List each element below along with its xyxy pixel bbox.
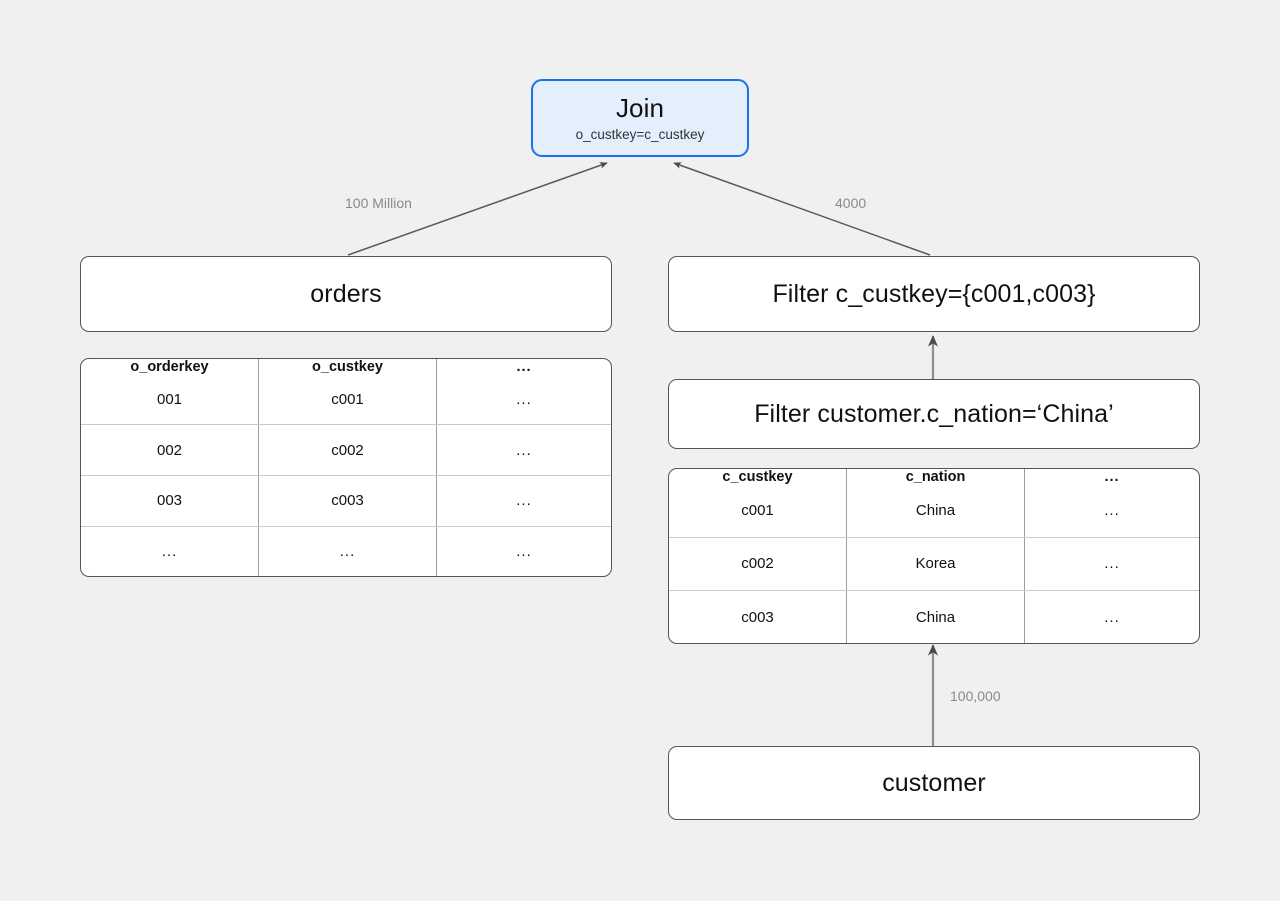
table-customer: c_custkey c_nation ... c001 China ... c0…	[668, 468, 1200, 644]
table-cell: c001	[258, 375, 437, 426]
table-cell: c002	[258, 424, 437, 476]
table-cell: ...	[436, 475, 611, 527]
table-row: 002 c002 ...	[81, 424, 611, 476]
node-filter-custkey-title: Filter c_custkey={c001,c003}	[772, 279, 1096, 308]
node-orders[interactable]: orders	[80, 256, 612, 332]
node-filter-nation[interactable]: Filter customer.c_nation=‘China’	[668, 379, 1200, 449]
table-cell: 001	[81, 375, 259, 426]
node-customer[interactable]: customer	[668, 746, 1200, 820]
table-header-row: c_custkey c_nation ...	[669, 469, 1199, 485]
table-cell: c001	[669, 485, 847, 538]
column-header: c_custkey	[669, 469, 847, 485]
table-cell: c002	[669, 537, 847, 592]
table-orders: o_orderkey o_custkey ... 001 c001 ... 00…	[80, 358, 612, 577]
table-cell: ...	[1104, 608, 1120, 626]
edge-label-filter-to-join: 4000	[835, 195, 867, 211]
table-cell: ...	[436, 375, 611, 426]
table-cell: c003	[669, 590, 847, 643]
table-header-row: o_orderkey o_custkey ...	[81, 359, 611, 375]
table-row: c002 Korea ...	[669, 537, 1199, 592]
edge-filter-to-join	[673, 162, 931, 256]
node-join[interactable]: Join o_custkey=c_custkey	[531, 79, 749, 157]
table-cell: c003	[258, 475, 437, 527]
table-cell: ...	[1024, 485, 1199, 538]
edge-label-customer-to-filter-nation: 100,000	[950, 688, 1001, 704]
table-cell: ...	[81, 526, 259, 576]
table-row: c003 China ...	[669, 590, 1199, 643]
table-cell: China	[846, 485, 1025, 538]
column-header: ...	[516, 359, 532, 375]
table-cell: ...	[516, 542, 532, 560]
table-cell: ...	[258, 526, 437, 576]
node-customer-title: customer	[882, 768, 986, 797]
column-header: o_custkey	[258, 359, 437, 375]
edge-label-orders-to-join: 100 Million	[345, 195, 412, 211]
table-row: ... ... ...	[81, 526, 611, 576]
table-row: 001 c001 ...	[81, 375, 611, 426]
table-cell: Korea	[846, 537, 1025, 592]
node-join-subtitle: o_custkey=c_custkey	[575, 126, 705, 142]
node-join-title: Join	[615, 93, 665, 124]
node-filter-nation-title: Filter customer.c_nation=‘China’	[754, 399, 1114, 428]
table-cell: 003	[81, 475, 259, 527]
node-filter-custkey[interactable]: Filter c_custkey={c001,c003}	[668, 256, 1200, 332]
table-cell: 002	[81, 424, 259, 476]
column-header: c_nation	[846, 469, 1025, 485]
column-header: ...	[1104, 469, 1120, 485]
node-orders-title: orders	[310, 279, 382, 308]
table-row: 003 c003 ...	[81, 475, 611, 527]
table-cell: China	[846, 590, 1025, 643]
table-cell: ...	[1024, 537, 1199, 592]
column-header: o_orderkey	[81, 359, 259, 375]
table-cell: ...	[436, 424, 611, 476]
table-row: c001 China ...	[669, 485, 1199, 538]
